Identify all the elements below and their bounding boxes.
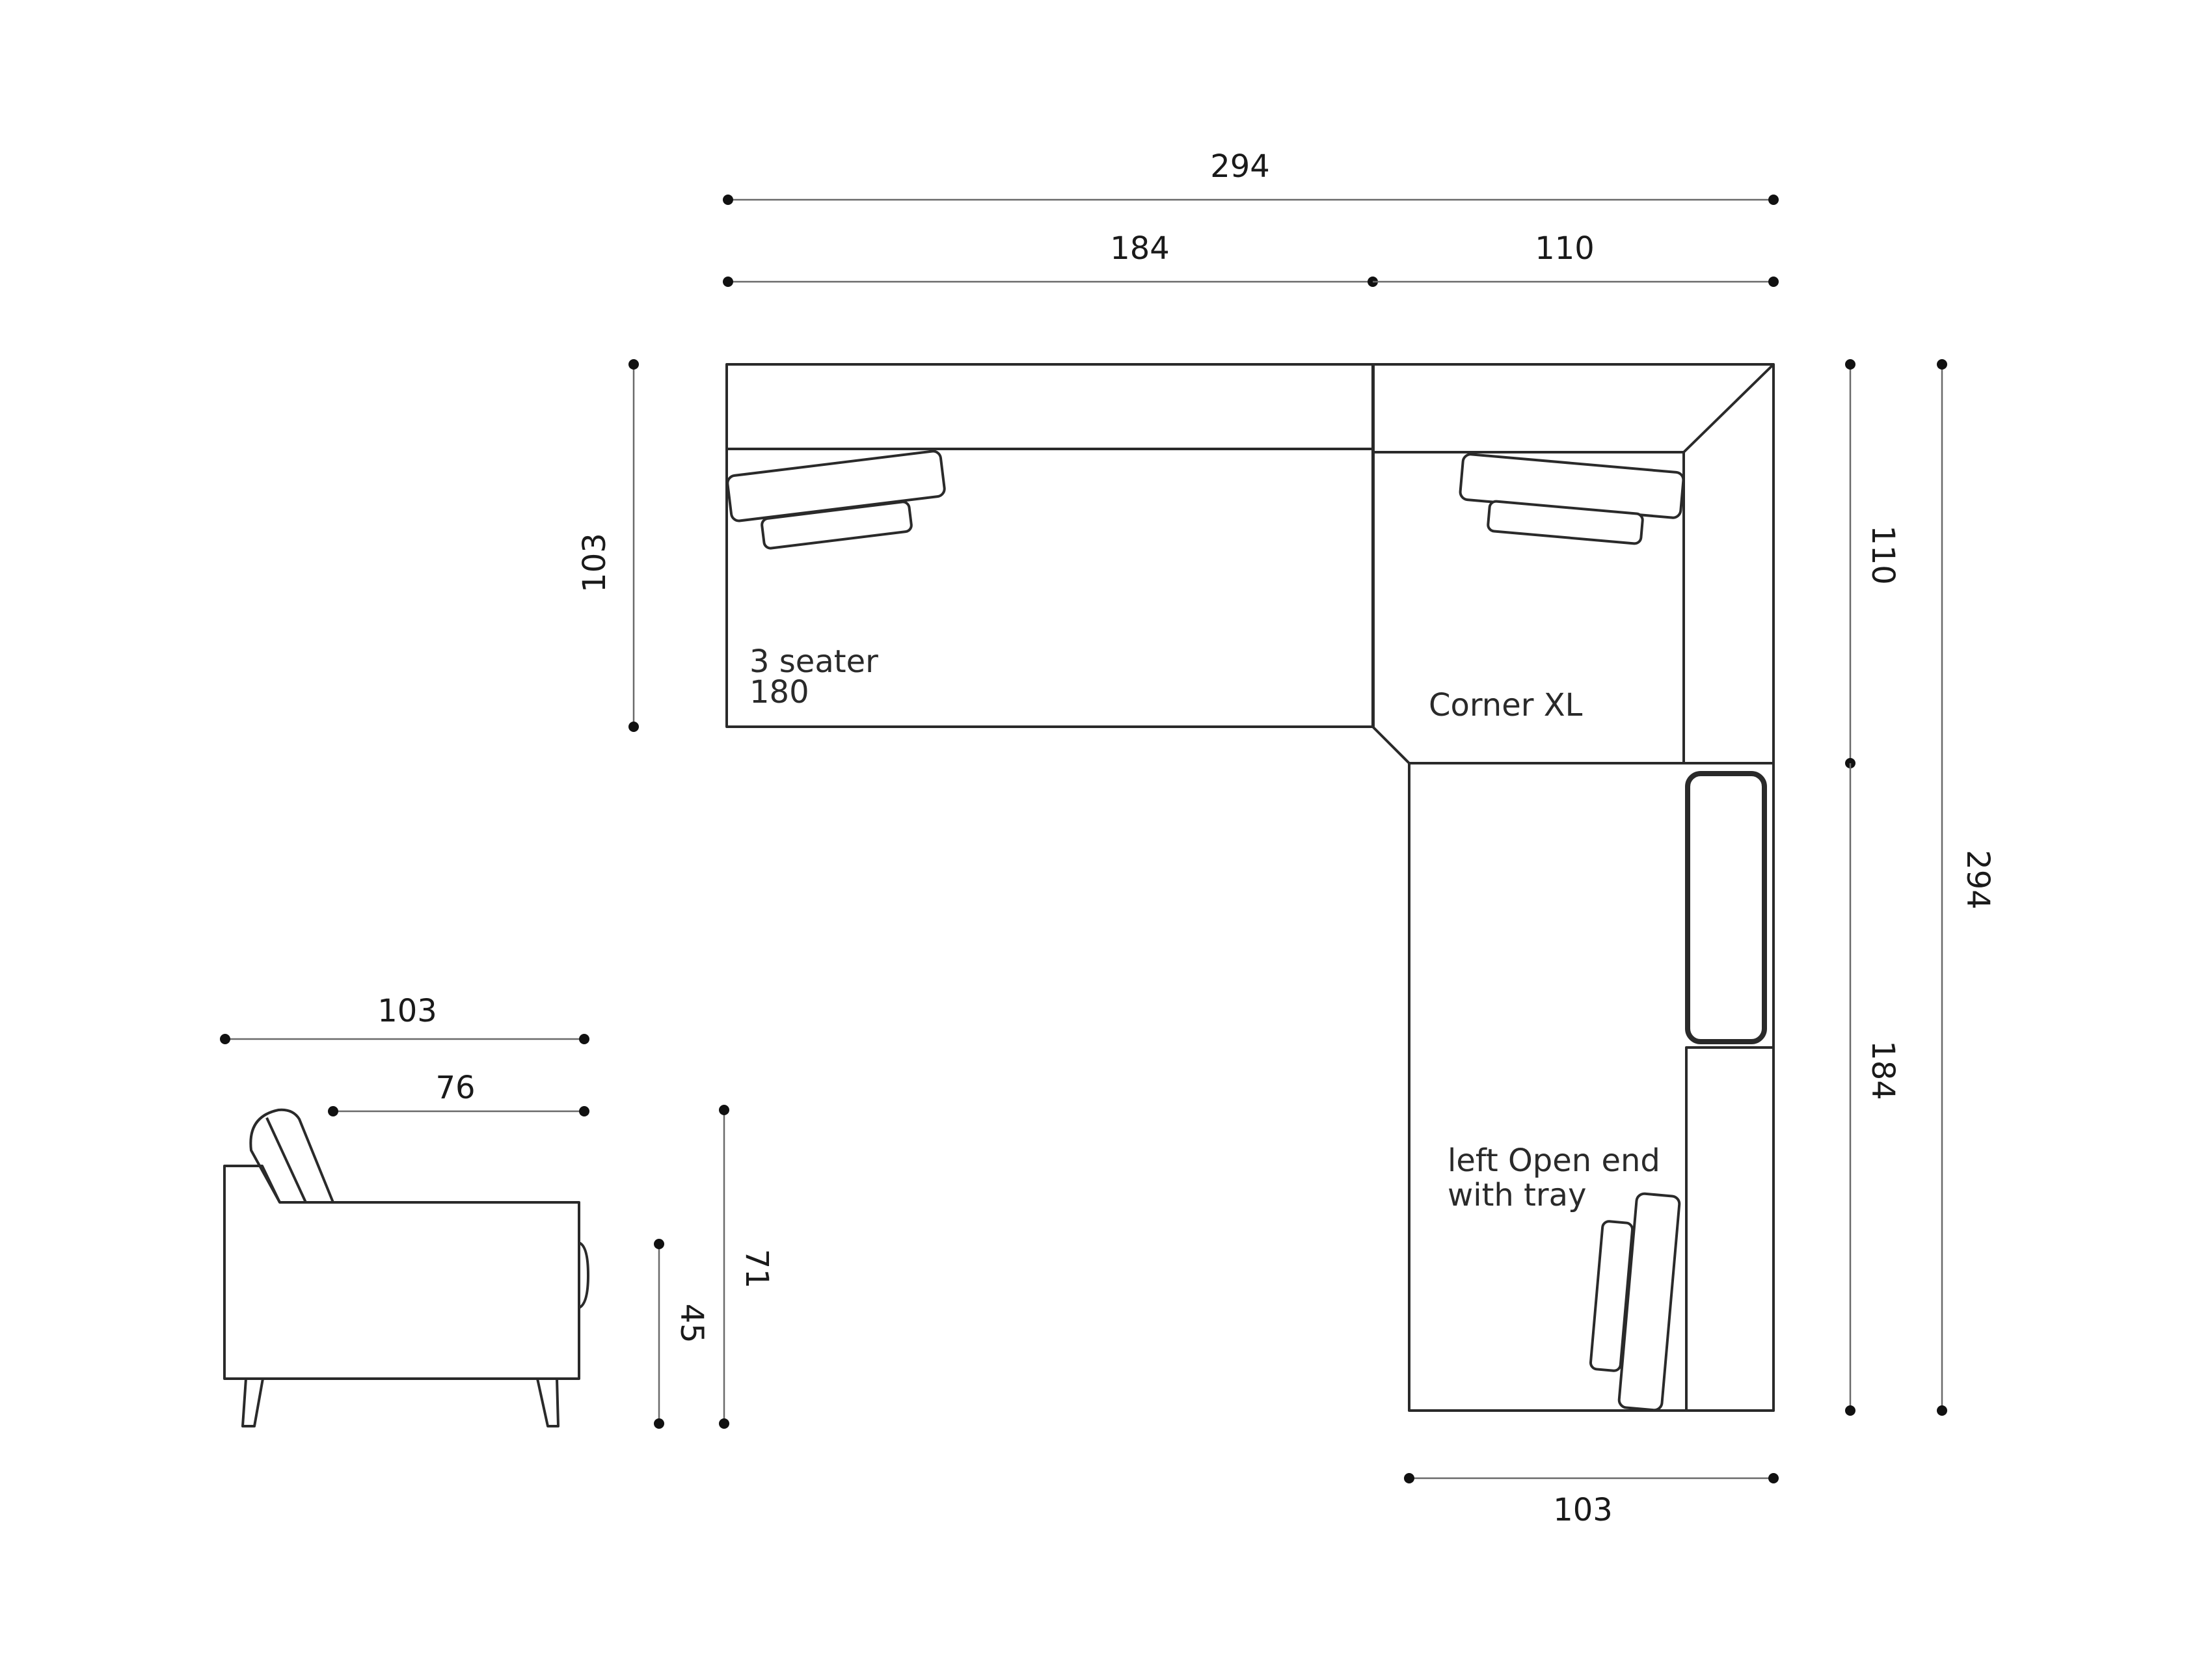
dimension-side-seat-label: 76 [435, 1070, 475, 1106]
dimension-right-lower: 184 [1845, 763, 1901, 1416]
dimension-top-total-label: 294 [1210, 148, 1270, 185]
dimension-side-seat-height: 45 [654, 1239, 710, 1429]
scatter-cushion [761, 500, 913, 550]
three-seater-module: 3 seater 180 [725, 363, 1375, 728]
dimension-right-total-label: 294 [1960, 850, 1996, 910]
dimension-side-width: 103 [220, 993, 589, 1044]
dimension-side-seat-height-label: 45 [673, 1303, 710, 1343]
dimension-bottom-width: 103 [1404, 1473, 1779, 1528]
dimension-side-height-label: 71 [738, 1249, 775, 1288]
open-end-module: left Open end with tray [1408, 762, 1775, 1412]
dimension-left-depth-label: 103 [576, 533, 613, 593]
side-view: 103 76 71 45 [220, 993, 775, 1429]
dimension-top-right-label: 110 [1535, 230, 1595, 267]
dimension-top-left-label: 184 [1110, 230, 1170, 267]
dimension-side-seat: 76 [328, 1070, 589, 1116]
open-end-back-cushion [1617, 1192, 1681, 1412]
dimension-right-lower-label: 184 [1865, 1040, 1901, 1100]
open-end-label-line1: left Open end [1448, 1142, 1660, 1179]
corner-xl-label: Corner XL [1429, 687, 1583, 723]
three-seater-size: 180 [749, 674, 809, 710]
dimension-bottom-width-label: 103 [1553, 1492, 1613, 1528]
dimension-top-left: 184 [723, 230, 1378, 287]
dimension-side-height: 71 [719, 1105, 775, 1429]
dimension-left-depth: 103 [576, 359, 639, 732]
dimension-top-total: 294 [723, 148, 1779, 205]
open-end-label-line2: with tray [1448, 1177, 1586, 1213]
dimension-right-total: 294 [1937, 359, 1996, 1416]
tray [1685, 771, 1767, 1044]
dimension-right-upper-label: 110 [1865, 525, 1901, 585]
open-end-scatter-cushion [1589, 1220, 1634, 1372]
dimension-top-right: 110 [1373, 230, 1779, 287]
dimension-right-upper: 110 [1845, 359, 1901, 768]
corner-scatter-cushion [1487, 500, 1644, 545]
three-seater-label: 3 seater [749, 643, 878, 680]
corner-xl-module: Corner XL [1371, 363, 1775, 764]
dimension-side-width-label: 103 [377, 993, 437, 1029]
